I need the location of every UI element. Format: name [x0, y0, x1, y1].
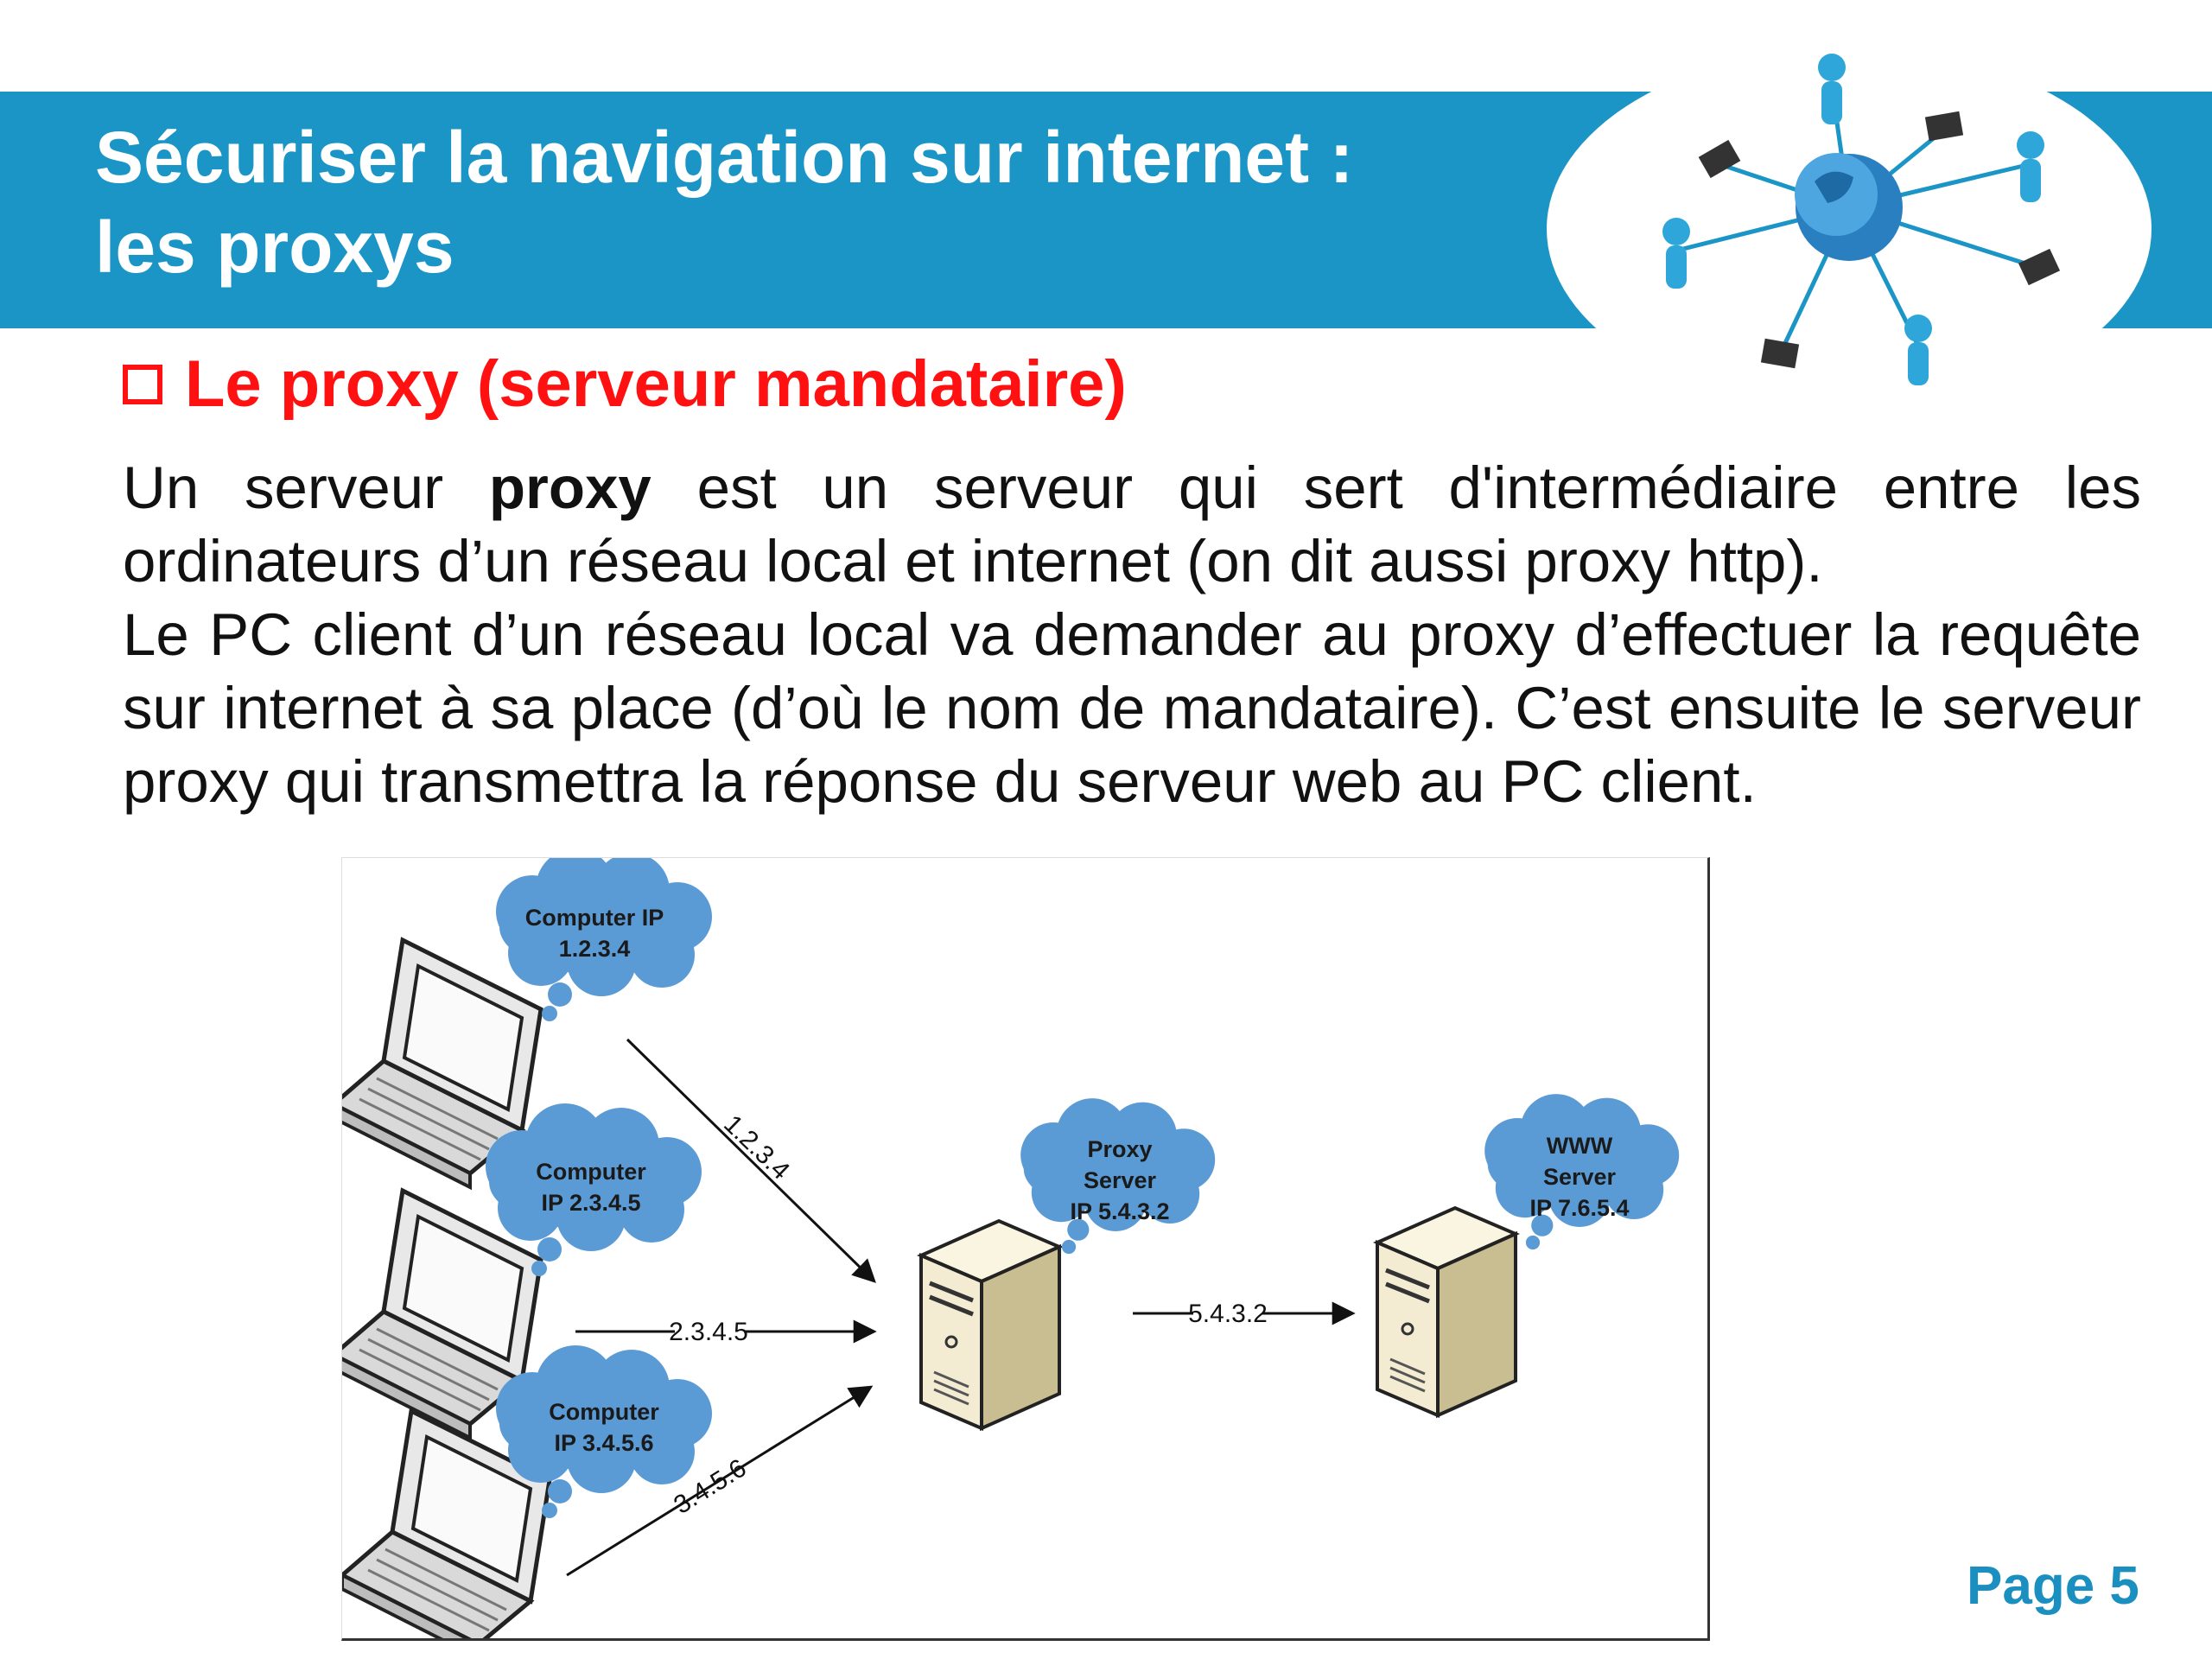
- www-label-line-3: IP 7.6.5.4: [1529, 1195, 1629, 1221]
- checkbox-icon: [123, 364, 162, 404]
- arrow-label-2: 2.3.4.5: [669, 1318, 748, 1346]
- proxy-diagram: Computer IP 1.2.3.4 Computer IP 2.3.4.5 …: [341, 849, 1710, 1641]
- paragraph-1: Un serveur proxy est un serveur qui sert…: [123, 451, 2141, 598]
- paragraph-2: Le PC client d’un réseau local va demand…: [123, 601, 2141, 815]
- computer-3-label-line-1: Computer: [549, 1399, 659, 1425]
- paragraph-1-start: Un serveur: [123, 454, 489, 521]
- page-number: Page 5: [1967, 1556, 2139, 1616]
- computer-2-label-line-2: IP 2.3.4.5: [541, 1190, 640, 1216]
- section-heading: Le proxy (serveur mandataire): [123, 346, 1127, 423]
- slide-title-line-1: Sécuriser la navigation sur internet :: [95, 117, 1354, 198]
- www-server-icon: [1377, 1208, 1516, 1415]
- arrow-label-1: 1.2.3.4: [718, 1109, 795, 1185]
- proxy-label-line-3: IP 5.4.3.2: [1070, 1198, 1169, 1224]
- computer-1-label-line-1: Computer IP: [525, 905, 664, 931]
- proxy-server-icon: [921, 1221, 1059, 1428]
- slide-title-line-2: les proxys: [95, 207, 454, 288]
- www-label-line-2: Server: [1543, 1164, 1617, 1190]
- computer-2-label-line-1: Computer: [536, 1159, 646, 1185]
- arrow-label-proxy: 5.4.3.2: [1188, 1300, 1268, 1328]
- proxy-label-line-1: Proxy: [1087, 1136, 1152, 1162]
- network-globe-icon: [1547, 35, 2152, 415]
- computer-1-label-line-2: 1.2.3.4: [559, 936, 631, 962]
- body-text: Un serveur proxy est un serveur qui sert…: [123, 451, 2141, 818]
- computer-3-label-line-2: IP 3.4.5.6: [554, 1430, 653, 1456]
- section-heading-text: Le proxy (serveur mandataire): [185, 347, 1127, 421]
- arrow-computer-1-to-proxy: [626, 1038, 876, 1283]
- proxy-label-line-2: Server: [1084, 1167, 1157, 1193]
- paragraph-1-bold: proxy: [488, 454, 652, 521]
- arrow-computer-3-to-proxy: [566, 1385, 874, 1577]
- www-label-line-1: WWW: [1547, 1133, 1613, 1159]
- paragraph-1-end: est un serveur qui sert d'intermédiaire …: [123, 454, 2142, 594]
- slide-title: Sécuriser la navigation sur internet : l…: [95, 112, 1478, 292]
